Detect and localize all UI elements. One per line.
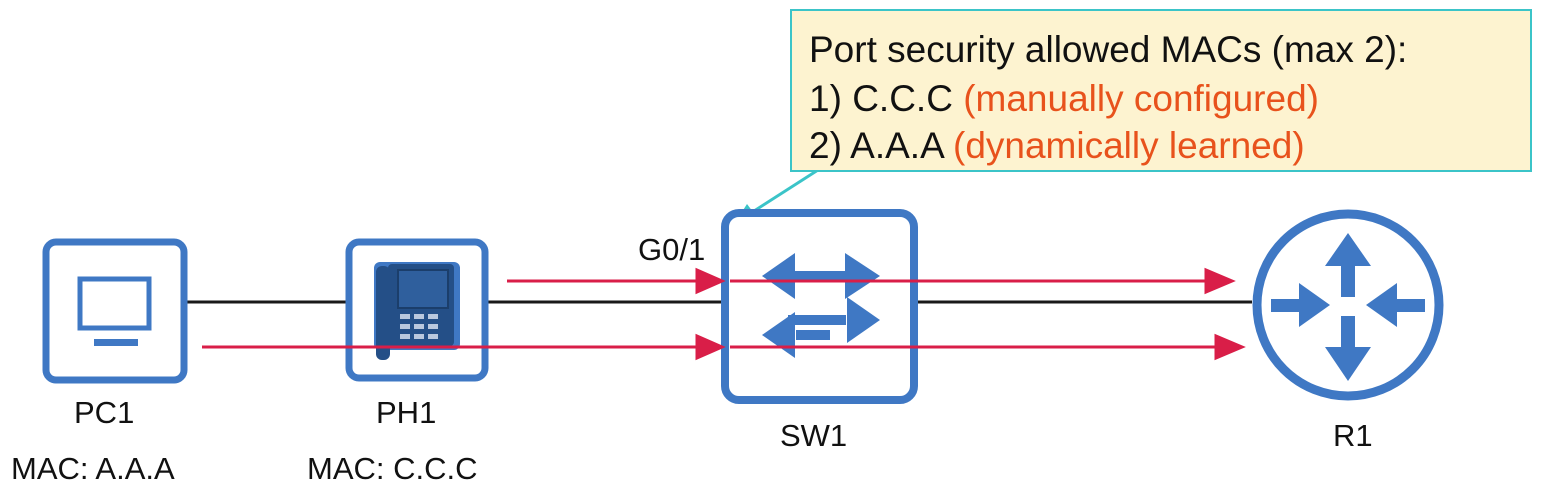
ip-phone-icon <box>374 262 460 360</box>
ph1-name-label: PH1 <box>376 395 437 430</box>
entry-2-mac: A.A.A <box>850 125 943 166</box>
port-security-callout: Port security allowed MACs (max 2): 1) C… <box>790 9 1532 172</box>
sw1-device[interactable] <box>721 209 918 404</box>
ph1-device[interactable] <box>345 238 489 382</box>
entry-1-note: (manually configured) <box>963 78 1319 119</box>
entry-1-number: 1) <box>809 78 842 119</box>
switch-icon <box>762 253 880 358</box>
sw1-name-label: SW1 <box>780 418 848 453</box>
r1-device[interactable] <box>1252 209 1444 401</box>
pc1-mac-label: MAC: A.A.A <box>11 451 175 486</box>
entry-2-note: (dynamically learned) <box>953 125 1305 166</box>
ph1-mac-label: MAC: C.C.C <box>307 451 478 486</box>
callout-entry-1: 1) C.C.C (manually configured) <box>809 80 1319 117</box>
pc1-device[interactable] <box>42 238 188 384</box>
pc1-name-label: PC1 <box>74 395 135 430</box>
arrowhead <box>1214 333 1246 361</box>
r1-name-label: R1 <box>1333 418 1373 453</box>
interface-label: G0/1 <box>638 232 706 267</box>
entry-1-mac: C.C.C <box>852 78 953 119</box>
arrowhead <box>695 333 726 361</box>
callout-entry-2: 2) A.A.A (dynamically learned) <box>809 127 1305 164</box>
arrowhead <box>1204 267 1236 295</box>
monitor-icon <box>77 276 152 346</box>
callout-title: Port security allowed MACs (max 2): <box>809 29 1408 70</box>
entry-2-number: 2) <box>809 125 842 166</box>
traffic-arrows <box>202 267 1246 361</box>
arrowhead <box>695 267 726 295</box>
router-icon <box>1271 233 1425 381</box>
